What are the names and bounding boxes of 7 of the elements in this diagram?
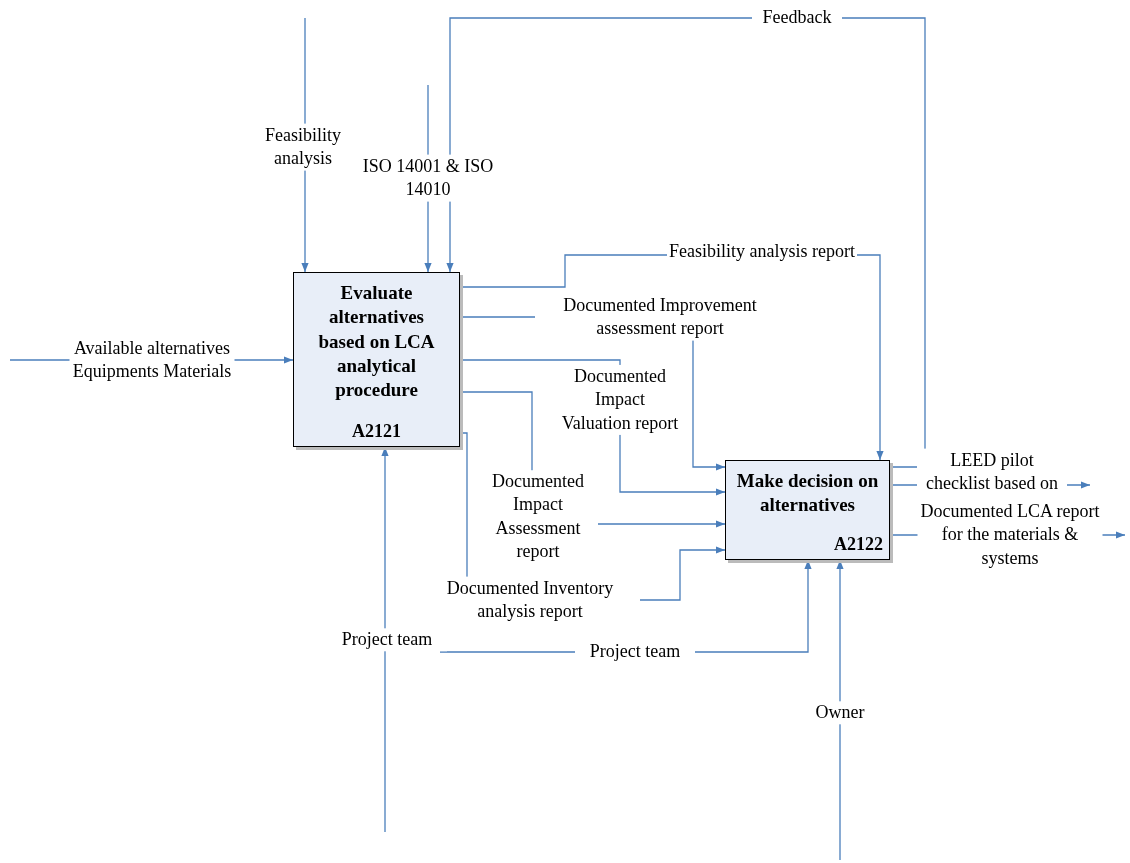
process-title: Evaluate alternatives based on LCA analytical procedure — [317, 281, 436, 403]
node-number: A2122 — [834, 534, 883, 555]
edge-label: Documented Impact Valuation report — [560, 364, 680, 436]
process-box — [293, 272, 460, 447]
process-box — [725, 460, 890, 560]
node-number: A2121 — [351, 421, 402, 442]
process-title: Make decision on alternatives — [735, 469, 880, 518]
